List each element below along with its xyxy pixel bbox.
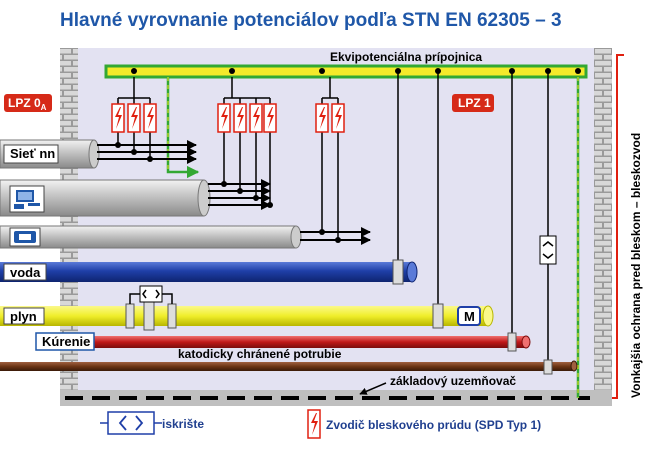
water-pipe — [0, 262, 412, 282]
power-cable-label: Sieť nn — [10, 146, 55, 161]
busbar-label: Ekvipotenciálna prípojnica — [330, 50, 482, 64]
cathodic-pipe-label: katodicky chránené potrubie — [178, 347, 342, 361]
power-conductors — [97, 140, 197, 164]
legend-spd-label: Zvodič bleskového prúdu (SPD Typ 1) — [326, 418, 541, 432]
legend-spd-icon — [307, 409, 321, 439]
foundation-label: základový uzemňovač — [390, 374, 516, 388]
gas-bonding-clamp — [432, 303, 444, 329]
lpz0a-label: LPZ 0A — [8, 96, 47, 112]
legend-spark-gap-label: iskrište — [162, 417, 204, 431]
pe-conductor-green — [166, 77, 200, 179]
lpz1-badge — [452, 94, 494, 112]
gas-meter-label: M — [464, 309, 475, 324]
telephone-icon — [14, 231, 36, 243]
cathodic-pipe — [0, 362, 574, 371]
equipotential-busbar — [104, 64, 588, 79]
heating-pipe-label: Kúrenie — [42, 334, 90, 349]
computer-icon — [14, 190, 40, 209]
gas-pipe — [0, 306, 488, 326]
diagram-title: Hlavné vyrovnanie potenciálov podľa STN … — [60, 10, 562, 31]
gas-pipe-label: plyn — [10, 309, 37, 324]
cathodic-spark-gap — [539, 235, 557, 265]
water-pipe-label: voda — [10, 265, 41, 280]
data-spd-group — [217, 77, 277, 205]
power-cable-label-box — [3, 144, 59, 164]
gas-insulating-joint — [125, 285, 177, 331]
water-bonding-clamp — [392, 259, 404, 285]
legend-spark-gap — [100, 411, 162, 435]
lpz0a-badge — [4, 94, 52, 112]
lightning-protection-label: Vonkajšia ochrana pred bleskom – bleskoz… — [629, 133, 643, 398]
telephone-cable-sheath — [0, 225, 297, 249]
right-wall — [594, 48, 612, 398]
lpz1-label: LPZ 1 — [458, 96, 491, 110]
gas-meter — [457, 306, 481, 326]
telephone-spd-group — [315, 77, 345, 240]
heating-pipe — [94, 336, 526, 348]
power-spd-group — [111, 77, 157, 159]
